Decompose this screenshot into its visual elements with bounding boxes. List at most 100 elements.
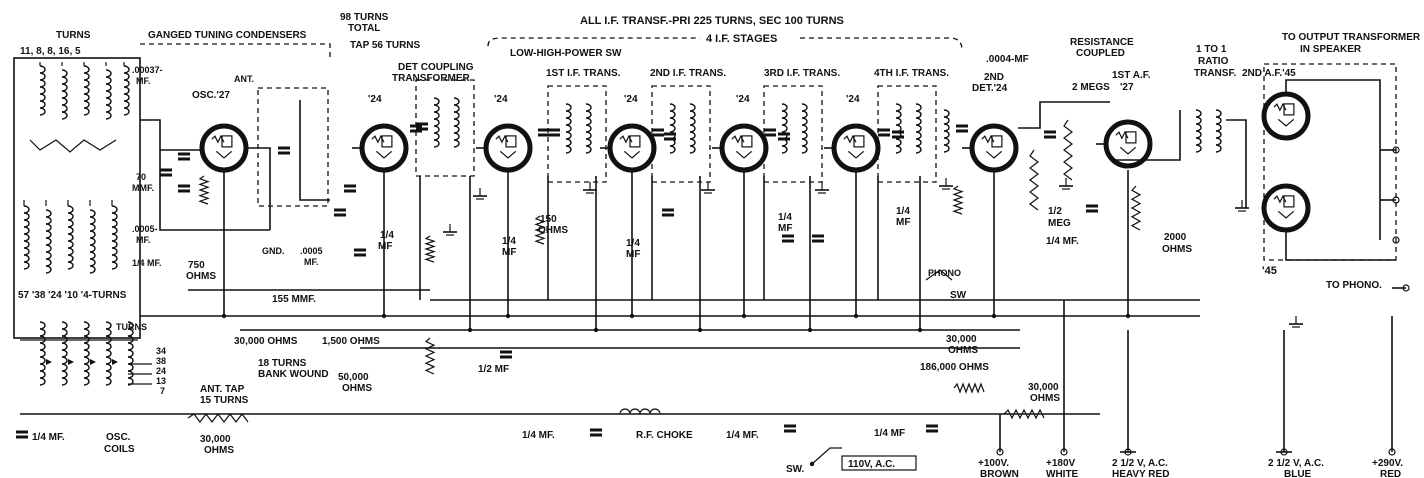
osc-turn-13: 13 — [156, 376, 166, 386]
capacitor — [812, 234, 824, 243]
resistor — [952, 185, 964, 215]
if-trimmer-capacitor — [764, 128, 776, 137]
interstage-transformer-primary — [1195, 109, 1202, 153]
capacitor — [334, 208, 346, 217]
resistor-186000 — [953, 382, 985, 394]
tube-envelope — [359, 123, 409, 173]
band-coil — [83, 65, 90, 116]
tube-envelope — [1261, 183, 1311, 233]
tube-plate — [1283, 103, 1295, 116]
if1-tube-label: '24 — [624, 94, 638, 105]
if-trans-2-label: 2ND I.F. TRANS. — [650, 68, 726, 79]
tube-plate — [1283, 195, 1295, 208]
junction-dot — [221, 313, 227, 319]
terminal-180v-color: WHITE — [1046, 469, 1079, 478]
cap-70-label-2: MMF. — [132, 183, 154, 193]
res-30000-a-label: 30,000 OHMS — [234, 336, 298, 347]
osc-coils-label-2: COILS — [104, 444, 135, 455]
phono-sw-label-2: SW — [950, 290, 967, 301]
rf-amplifier-tube — [359, 123, 409, 173]
cap-quarter-det2-label-2: MF — [896, 217, 910, 228]
junction-dot — [505, 313, 511, 319]
output-tube-2 — [1261, 183, 1311, 233]
cap-quarter-osc-label: 1/4 MF. — [132, 258, 162, 268]
if-primary-coil — [781, 103, 788, 154]
ant-tap-label-2: 15 TURNS — [200, 395, 249, 406]
junction-dot — [917, 327, 923, 333]
osc-coils-label-1: OSC. — [106, 432, 131, 443]
capacitor — [664, 132, 676, 141]
mains-label: 110V, A.C. — [848, 459, 895, 470]
tube-grid — [1273, 194, 1287, 204]
cap-quarter-if3-label-2: MF — [778, 223, 792, 234]
bottom-cap-c-label: 1/4 MF. — [726, 430, 759, 441]
if-secondary-coil — [453, 97, 460, 148]
junction-dot — [629, 313, 635, 319]
capacitor — [892, 130, 904, 139]
tube-filament — [623, 150, 641, 159]
res-30000-b-label-2: OHMS — [948, 345, 978, 356]
junction-dot — [467, 327, 473, 333]
junction-dot — [809, 461, 815, 467]
if-trimmer-capacitor — [416, 122, 428, 131]
tube-grid — [1273, 102, 1287, 112]
circuit-wiring — [16, 63, 1410, 467]
resistor — [198, 175, 210, 205]
if-trans-4-label: 4TH I.F. TRANS. — [874, 68, 949, 79]
phono-switch — [925, 269, 953, 281]
turns-98-label: 98 TURNS — [340, 12, 389, 23]
ground-symbol — [939, 178, 953, 190]
ground-symbol — [1289, 316, 1303, 328]
rf-choke-coil — [619, 408, 661, 415]
if-transformer-shield — [415, 79, 475, 177]
tube-grid — [981, 134, 995, 144]
bypass-capacitor-a — [16, 430, 28, 439]
terminal-100v-voltage: +100V. — [978, 458, 1009, 469]
tube-envelope — [607, 123, 657, 173]
cap-0004-label: .0004-MF — [986, 54, 1029, 65]
capacitor — [178, 184, 190, 193]
junction-dot — [741, 313, 747, 319]
res-150-label-2: OHMS — [538, 225, 568, 236]
res-2megs-label: 2 MEGS — [1072, 82, 1110, 93]
ganged-link — [140, 43, 331, 60]
res-1500-label: 1,500 OHMS — [322, 336, 380, 347]
terminal-post — [1388, 448, 1396, 456]
osc-coil — [105, 321, 112, 386]
band-switch-arm — [29, 139, 117, 153]
terminal-25v-af2-color: BLUE — [1284, 469, 1312, 478]
resistor — [534, 215, 546, 245]
tube-filament — [1277, 210, 1295, 219]
rf-tube-label: '24 — [368, 94, 382, 105]
terminal-post — [1060, 448, 1068, 456]
tube-envelope — [483, 123, 533, 173]
cap-00037-label-1: .00037- — [132, 65, 163, 75]
cap-half-label: 1/2 MF — [478, 364, 509, 375]
gnd-label: GND. — [262, 246, 285, 256]
junction-dot — [807, 327, 813, 333]
tube-filament — [499, 150, 517, 159]
bypass-capacitor-b — [590, 428, 602, 437]
resistor — [1130, 185, 1142, 231]
band-coil — [45, 209, 52, 274]
output-transformer-label-1: TO OUTPUT TRANSFORMER — [1282, 32, 1421, 43]
cap-quarter-if3-label-1: 1/4 — [778, 212, 792, 223]
upper-coil-bank — [29, 62, 130, 153]
ground-symbol — [473, 188, 487, 200]
res-750-label-2: OHMS — [186, 271, 216, 282]
if-secondary-coil — [801, 103, 808, 154]
if-trans-1-label: 1ST I.F. TRANS. — [546, 68, 621, 79]
terminal-25v-af1-color: HEAVY RED — [1112, 469, 1169, 478]
tube-filament — [1119, 146, 1137, 155]
tube-plate — [629, 135, 641, 148]
osc-coil — [39, 321, 46, 386]
cap-70-label-1: 70 — [136, 172, 146, 182]
capacitor — [344, 184, 356, 193]
capacitor — [354, 248, 366, 257]
capacitor — [160, 168, 172, 177]
resistor-30000-bottom — [187, 413, 249, 423]
if-transformer-note: ALL I.F. TRANSF.-PRI 225 TURNS, SEC 100 … — [580, 15, 844, 27]
band-coil — [105, 69, 112, 120]
wire-segment — [1110, 110, 1181, 161]
cap-quarter-if1-label-1: 1/4 — [502, 236, 516, 247]
